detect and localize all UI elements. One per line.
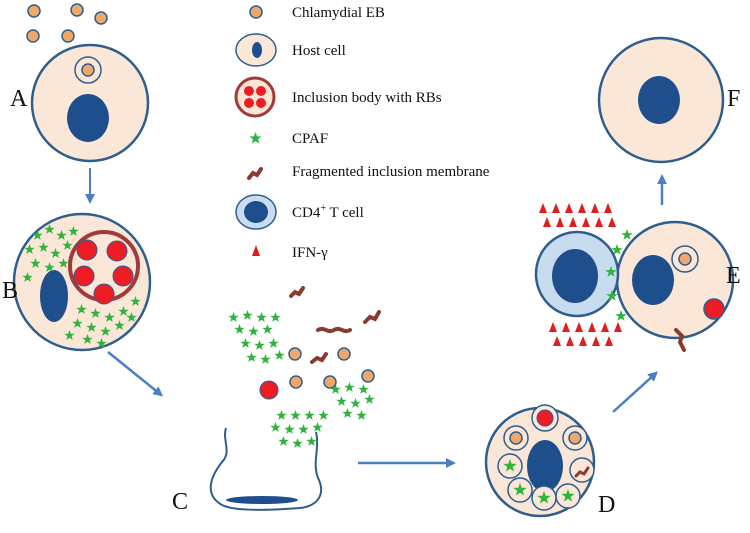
membrane-fragment [363, 310, 381, 324]
eb-particle [288, 347, 302, 361]
stage-e-group: E [534, 203, 741, 352]
stage-d-group: D [484, 404, 615, 518]
reticulate-body [536, 409, 554, 427]
legend-label: Inclusion body with RBs [292, 90, 442, 106]
ifn-gamma-cluster [539, 203, 616, 227]
legend: Chlamydial EB Host cell Inclusion body w… [234, 5, 490, 261]
legend-label: Fragmented inclusion membrane [292, 164, 490, 180]
legend-item: Chlamydial EB [249, 5, 385, 21]
reticulate-body [259, 380, 279, 400]
ifn-gamma-icon [252, 245, 260, 256]
eb-particle [361, 369, 375, 383]
stage-label-d: D [598, 492, 615, 518]
membrane-fragment [289, 286, 305, 298]
membrane-fragment [574, 466, 590, 478]
reticulate-body [112, 265, 134, 287]
membrane-fragment [316, 326, 352, 334]
cpaf-cluster [228, 310, 285, 364]
reticulate-body [73, 265, 95, 287]
reticulate-body [76, 239, 98, 261]
stage-a-group: A [10, 3, 150, 163]
nucleus [638, 76, 680, 124]
stage-label-f: F [727, 86, 740, 112]
membrane-fragment [674, 328, 686, 352]
legend-item: Host cell [235, 33, 346, 67]
arrow-b-to-c [107, 351, 164, 397]
reticulate-body [703, 298, 725, 320]
cpaf-star-icon [249, 132, 262, 144]
legend-item: Fragmented inclusion membrane [247, 164, 490, 180]
inclusion-body-icon [234, 76, 276, 118]
legend-label: Chlamydial EB [292, 5, 385, 21]
eb-particle [678, 252, 692, 266]
reticulate-body [93, 283, 115, 305]
chlamydial-eb-icon [249, 5, 263, 19]
legend-label: CD4+ T cell [292, 203, 364, 221]
host-cell-icon [235, 33, 277, 67]
stage-label-e: E [726, 263, 741, 289]
eb-particle [509, 431, 523, 445]
stage-c-group: C [172, 286, 381, 515]
legend-label: IFN-γ [292, 245, 328, 261]
legend-item: CD4+ T cell [235, 194, 364, 230]
eb-particle [568, 431, 582, 445]
eb-particle [337, 347, 351, 361]
eb-particle [70, 3, 84, 17]
nucleus [527, 440, 563, 492]
stage-label-b: B [2, 278, 18, 304]
reticulate-body [106, 240, 128, 262]
stage-b-group: B [2, 212, 152, 352]
eb-particle [323, 375, 337, 389]
legend-item: IFN-γ [252, 245, 328, 261]
eb-particle [81, 63, 95, 77]
stage-label-c: C [172, 489, 188, 515]
legend-label: CPAF [292, 131, 328, 147]
cpaf-cluster [330, 382, 375, 420]
nucleus [40, 270, 68, 322]
vacuole [569, 457, 595, 483]
legend-label: Host cell [292, 43, 346, 59]
fragmented-membrane-icon [247, 167, 263, 180]
t-cell-nucleus [552, 249, 598, 303]
legend-item: CPAF [249, 131, 328, 147]
stage-label-a: A [10, 86, 28, 112]
eb-particle [61, 29, 75, 43]
stage-f-group: F [597, 36, 740, 164]
nucleus-remnant [226, 496, 298, 504]
arrow-d-to-e [612, 371, 658, 413]
membrane-fragment [310, 352, 328, 364]
lysed-cell-membrane [209, 427, 323, 511]
cd4-t-cell-icon [235, 194, 277, 230]
eb-particle [94, 11, 108, 25]
eb-particle [289, 375, 303, 389]
eb-particle [26, 29, 40, 43]
cpaf-star [621, 229, 633, 240]
legend-item: Inclusion body with RBs [234, 76, 442, 118]
ifn-gamma-cluster [549, 322, 622, 346]
nucleus [632, 255, 674, 305]
cpaf-cluster [270, 410, 329, 448]
nucleus [67, 94, 109, 142]
eb-particle [27, 4, 41, 18]
